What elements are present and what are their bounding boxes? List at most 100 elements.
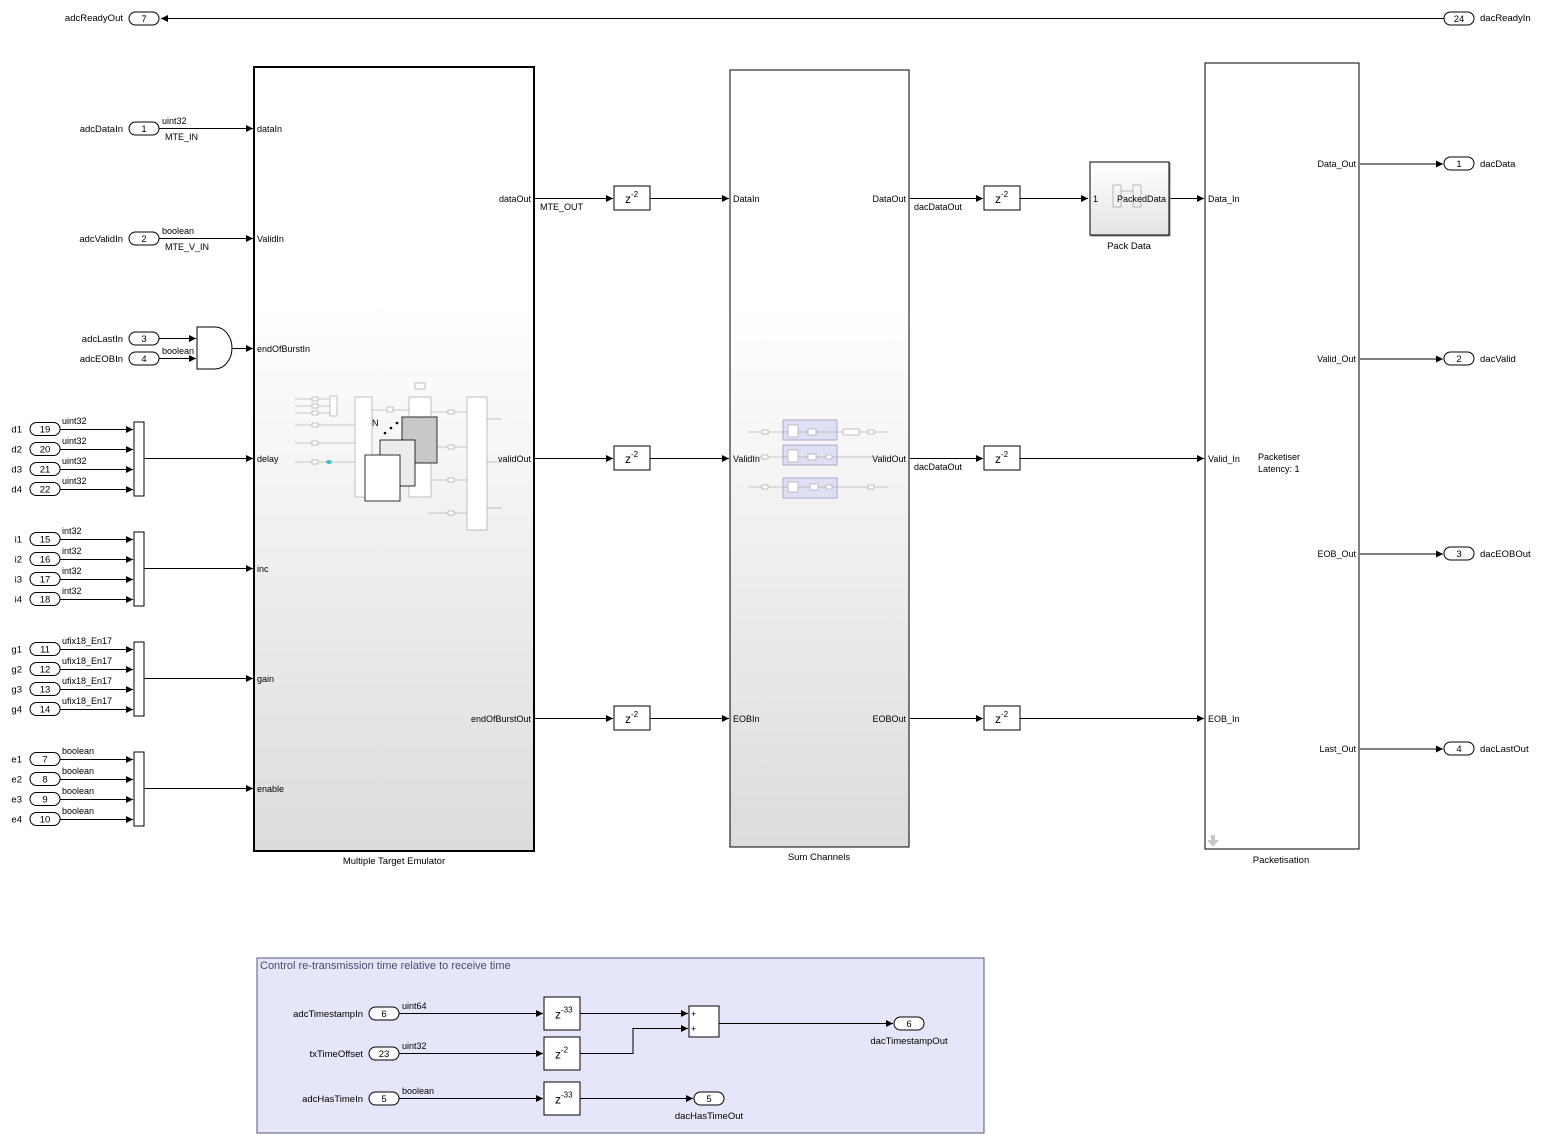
outport-oval[interactable] [1443, 156, 1475, 171]
add-sign-1: + [691, 1009, 696, 1019]
unit-delay-block[interactable]: z-2 [983, 445, 1021, 471]
outport-number: 3 [1456, 549, 1461, 560]
delay-box[interactable] [983, 445, 1021, 471]
inport-label: adcLastIn [82, 334, 123, 345]
delay-box[interactable] [983, 705, 1021, 731]
inport-txTimeOffset[interactable]: txTimeOffset 23 uint32 [310, 1041, 543, 1061]
outport-label: dacLastOut [1480, 744, 1529, 755]
inport-number: 17 [40, 575, 51, 586]
outport-oval[interactable] [1443, 546, 1475, 561]
delay-box[interactable] [613, 445, 651, 471]
down-arrow-icon [1207, 835, 1219, 847]
ready-feedback: adcReadyOut 7 24 dacReadyIn [65, 11, 1531, 26]
inport-dacReadyIn[interactable] [1443, 11, 1475, 26]
unit-delay-block[interactable]: z-2 [543, 1036, 581, 1071]
delay-box[interactable] [613, 705, 651, 731]
sum-channels-subsystem[interactable]: DataInValidInEOBInDataOutValidOutEOBOut … [729, 69, 910, 863]
inport-label: g1 [11, 645, 22, 656]
unit-delay-block[interactable]: z-33 [543, 996, 581, 1031]
pack-data-box[interactable] [1089, 161, 1170, 236]
add-block-box[interactable] [688, 1005, 720, 1038]
inport-label: g3 [11, 685, 22, 696]
mte-port-dataIn: dataIn [257, 124, 282, 134]
inport-number: 11 [40, 645, 50, 656]
inport-adcLastIn[interactable]: adcLastIn 3 [82, 331, 196, 346]
delay-exponent: -2 [1001, 190, 1009, 199]
delay-box[interactable] [543, 1036, 581, 1071]
mte-port-inc: inc [257, 564, 269, 574]
outport-dacTimestampOut[interactable]: 6 dacTimestampOut [870, 1016, 948, 1047]
inport-adcValidIn[interactable]: adcValidIn 2 boolean MTE_V_IN [79, 226, 253, 252]
delay-box[interactable] [543, 1081, 581, 1116]
outport-oval[interactable] [893, 1016, 925, 1031]
unit-delay-block[interactable]: z-2 [613, 445, 651, 471]
inport-label: g4 [11, 705, 22, 716]
inport-label: i1 [15, 535, 22, 546]
outport-oval[interactable] [1443, 351, 1475, 366]
unit-delay-block[interactable]: z-33 [543, 1081, 581, 1116]
delay-box[interactable] [613, 185, 651, 211]
inport-label: d1 [11, 425, 22, 436]
inport-adcTimestampIn[interactable]: adcTimestampIn 6 uint64 [293, 1001, 543, 1021]
packetisation-subsystem[interactable]: Data_InValid_InEOB_InData_OutValid_OutEO… [1204, 62, 1360, 866]
inport-adcHasTimeIn[interactable]: adcHasTimeIn 5 boolean [302, 1086, 543, 1106]
inport-adcDataIn[interactable]: adcDataIn 1 uint32 MTE_IN [80, 116, 253, 142]
pack-data-block[interactable]: 1 PackedData Pack Data [1089, 161, 1170, 252]
inport-label: d3 [11, 465, 22, 476]
inport-number: 3 [141, 334, 146, 345]
outport-oval[interactable] [1443, 741, 1475, 756]
signal-name-mte-out: MTE_OUT [540, 202, 584, 212]
unit-delay-block[interactable]: z-2 [613, 705, 651, 731]
subsystem-box[interactable] [1204, 62, 1360, 850]
delay-box[interactable] [983, 185, 1021, 211]
outport-number: 7 [141, 14, 146, 25]
datatype-label: uint64 [402, 1001, 427, 1011]
unit-delay-block[interactable]: z-2 [613, 185, 651, 211]
inport-number: 19 [40, 425, 51, 436]
multiple-target-emulator-subsystem[interactable]: dataInValidInendOfBurstIndelayincgainena… [253, 66, 535, 867]
delay-exponent: -2 [631, 450, 639, 459]
mux-block[interactable] [133, 641, 145, 717]
mux-block[interactable] [133, 421, 145, 497]
outport-adcReadyOut[interactable] [128, 11, 160, 26]
delay-z: z [625, 192, 631, 206]
mux-block[interactable] [133, 751, 145, 827]
mte-port-enable: enable [257, 784, 284, 794]
add-block[interactable]: + + [688, 1005, 720, 1038]
inport-label: e3 [11, 795, 22, 806]
outport-dacHasTimeOut[interactable]: 5 dacHasTimeOut [675, 1091, 744, 1122]
inport-adcEOBIn[interactable]: adcEOBIn 4 boolean [80, 346, 196, 366]
inport-number: 21 [40, 465, 51, 476]
signal-line[interactable] [580, 1025, 688, 1054]
delay-box[interactable] [543, 996, 581, 1031]
pkt-port-Data_Out: Data_Out [1317, 159, 1356, 169]
and-logic-block[interactable] [196, 326, 233, 370]
unit-delay-block[interactable]: z-2 [983, 705, 1021, 731]
mux-block[interactable] [133, 531, 145, 607]
inport-label: e2 [11, 775, 22, 786]
outport-oval[interactable] [693, 1091, 725, 1106]
mte-port-endOfBurstOut: endOfBurstOut [471, 714, 532, 724]
unit-delay-block[interactable]: z-2 [983, 185, 1021, 211]
